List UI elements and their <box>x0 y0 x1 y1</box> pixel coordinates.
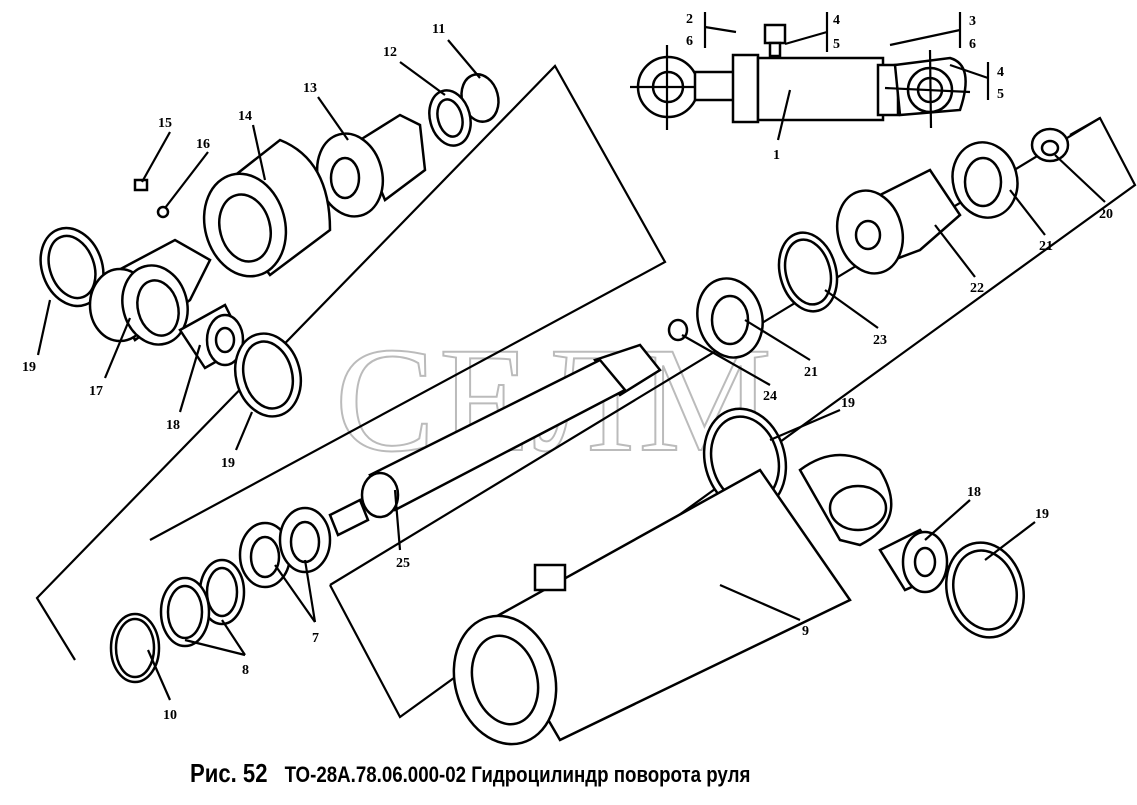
part-label: 12 <box>383 45 397 60</box>
part-label: 21 <box>804 365 818 380</box>
part-label: 19 <box>841 396 855 411</box>
part-label: 20 <box>1099 207 1113 222</box>
group-frame-left <box>35 64 667 661</box>
part-label: 9 <box>802 624 809 639</box>
part-label: 15 <box>158 116 172 131</box>
part-label: 3 <box>969 14 976 29</box>
part-label: 10 <box>163 708 177 723</box>
part-labels: 11 12 13 14 15 16 19 17 18 19 2 6 4 5 3 … <box>22 12 1113 723</box>
figure-caption: Рис. 52 ТО-28А.78.06.000-02 Гидроцилиндр… <box>190 758 750 789</box>
part-label: 24 <box>763 389 777 404</box>
part-label: 19 <box>221 456 235 471</box>
part-label: 6 <box>686 34 693 49</box>
figure-title: ТО-28А.78.06.000-02 Гидроцилиндр поворот… <box>284 762 751 787</box>
part-label: 19 <box>1035 507 1049 522</box>
part-label: 4 <box>833 13 840 28</box>
part-label: 5 <box>997 87 1004 102</box>
part-label: 13 <box>303 81 317 96</box>
assembled-cylinder <box>630 12 990 141</box>
part-label: 17 <box>89 384 103 399</box>
part-label: 1 <box>773 148 780 163</box>
figure-number: Рис. 52 <box>190 758 268 788</box>
part-label: 21 <box>1039 239 1053 254</box>
leader-lines <box>36 39 1106 701</box>
part-label: 25 <box>396 556 410 571</box>
part-label: 14 <box>238 109 252 124</box>
part-label: 8 <box>242 663 249 678</box>
left-group-parts <box>39 73 500 418</box>
part-label: 23 <box>873 333 887 348</box>
part-label: 7 <box>312 631 319 646</box>
right-group-parts <box>109 127 1070 746</box>
part-label: 16 <box>196 137 210 152</box>
part-label: 19 <box>22 360 36 375</box>
part-label: 18 <box>166 418 180 433</box>
part-label: 5 <box>833 37 840 52</box>
part-label: 6 <box>969 37 976 52</box>
part-label: 22 <box>970 281 984 296</box>
part-label: 11 <box>432 22 445 37</box>
part-label: 2 <box>686 12 693 27</box>
part-label: 18 <box>967 485 981 500</box>
part-label: 4 <box>997 65 1004 80</box>
